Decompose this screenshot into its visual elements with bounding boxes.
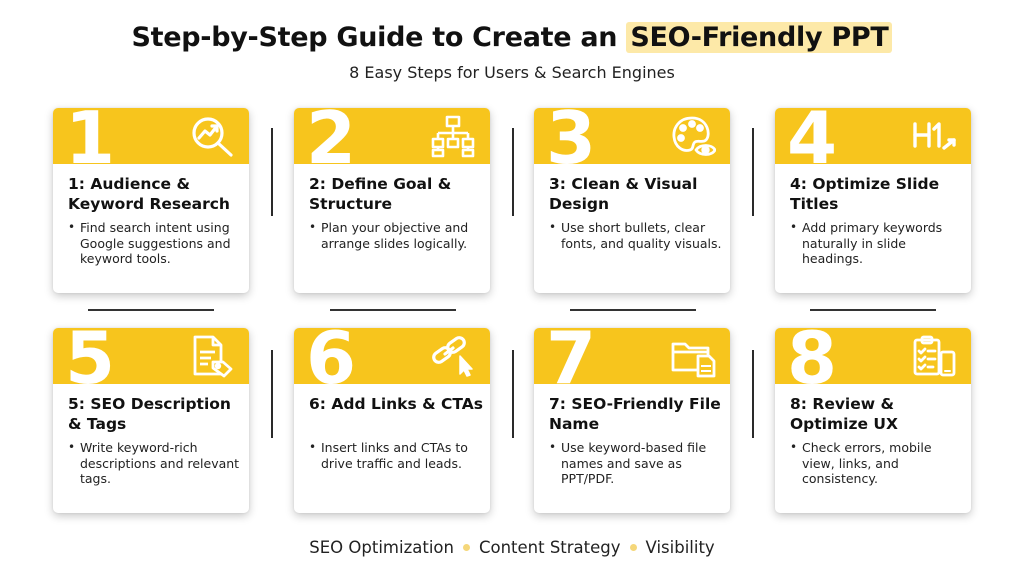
title-highlight: SEO-Friendly PPT [626,22,893,53]
step-number: 4 [787,108,837,180]
step-bullet: Use keyword-based file names and save as… [549,440,725,487]
step-number: 8 [787,328,837,400]
folder-ppt-icon [671,342,716,378]
page-title: Step-by-Step Guide to Create an SEO-Frie… [0,22,1024,53]
step-heading: 3: Clean & Visual Design [549,175,698,213]
step-card-4: 4 4: Optimize Slide Titles Add primary k… [775,108,971,293]
step-number: 3 [546,108,596,180]
column-divider [271,350,273,438]
step-heading: 1: Audience & Keyword Research [68,175,230,213]
step-number: 2 [306,108,356,180]
step-number: 1 [65,108,115,180]
step-bullet: Find search intent using Google suggesti… [68,220,244,267]
footer-item: SEO Optimization [309,538,454,557]
title-main: Step-by-Step Guide to Create an [131,22,618,53]
step-card-5: 5 5: SEO Description & Tags Write keywor… [53,328,249,513]
row-divider [330,309,456,311]
step-bullet: Check errors, mobile view, links, and co… [790,440,966,487]
step-card-6: 6 6: Add Links & CTAs Insert links and C… [294,328,490,513]
org-chart-icon [431,115,475,158]
step-card-7: 7 7: SEO-Friendly File Name Use keyword-… [534,328,730,513]
step-card-1: 1 1: Audience & Keyword Research Find se… [53,108,249,293]
row-divider [88,309,214,311]
step-heading: 7: SEO-Friendly File Name [549,395,721,433]
footer-item: Content Strategy [478,538,621,557]
step-band [53,108,249,164]
footer-item: Visibility [645,538,715,557]
step-card-2: 2 2: Define Goal & Structure Plan your o… [294,108,490,293]
step-heading: 4: Optimize Slide Titles [790,175,940,213]
row-divider [810,309,936,311]
link-cursor-icon [432,336,473,377]
step-bullet: Write keyword-rich descriptions and rele… [68,440,244,487]
column-divider [752,350,754,438]
footer-tags: SEO Optimization Content Strategy Visibili… [0,538,1024,557]
step-heading: 8: Review & Optimize UX [790,395,898,433]
step-bullet: Insert links and CTAs to drive traffic a… [309,440,485,471]
column-divider [512,128,514,216]
step-heading: 5: SEO Description & Tags [68,395,231,433]
separator-dot [462,544,470,551]
step-bullet: Use short bullets, clear fonts, and qual… [549,220,725,251]
palette-eye-icon [672,116,716,156]
page-subtitle: 8 Easy Steps for Users & Search Engines [349,63,675,82]
step-heading: 2: Define Goal & Structure [309,175,452,213]
step-number: 6 [306,328,356,400]
h1-heading-icon [913,122,956,150]
step-bullet: Plan your objective and arrange slides l… [309,220,485,251]
step-card-3: 3 3: Clean & Visual Design Use short bul… [534,108,730,293]
step-bullet: Add primary keywords naturally in slide … [790,220,966,267]
magnifier-chart-icon [192,117,233,157]
step-heading: 6: Add Links & CTAs [309,395,483,413]
checklist-mobile-icon [913,335,956,377]
column-divider [752,128,754,216]
column-divider [512,350,514,438]
step-number: 7 [546,328,596,400]
separator-dot [629,544,637,551]
document-tag-icon [193,335,233,378]
row-divider [570,309,696,311]
step-card-8: 8 8: Review & Optimize UX Check errors, … [775,328,971,513]
step-number: 5 [65,328,115,400]
column-divider [271,128,273,216]
